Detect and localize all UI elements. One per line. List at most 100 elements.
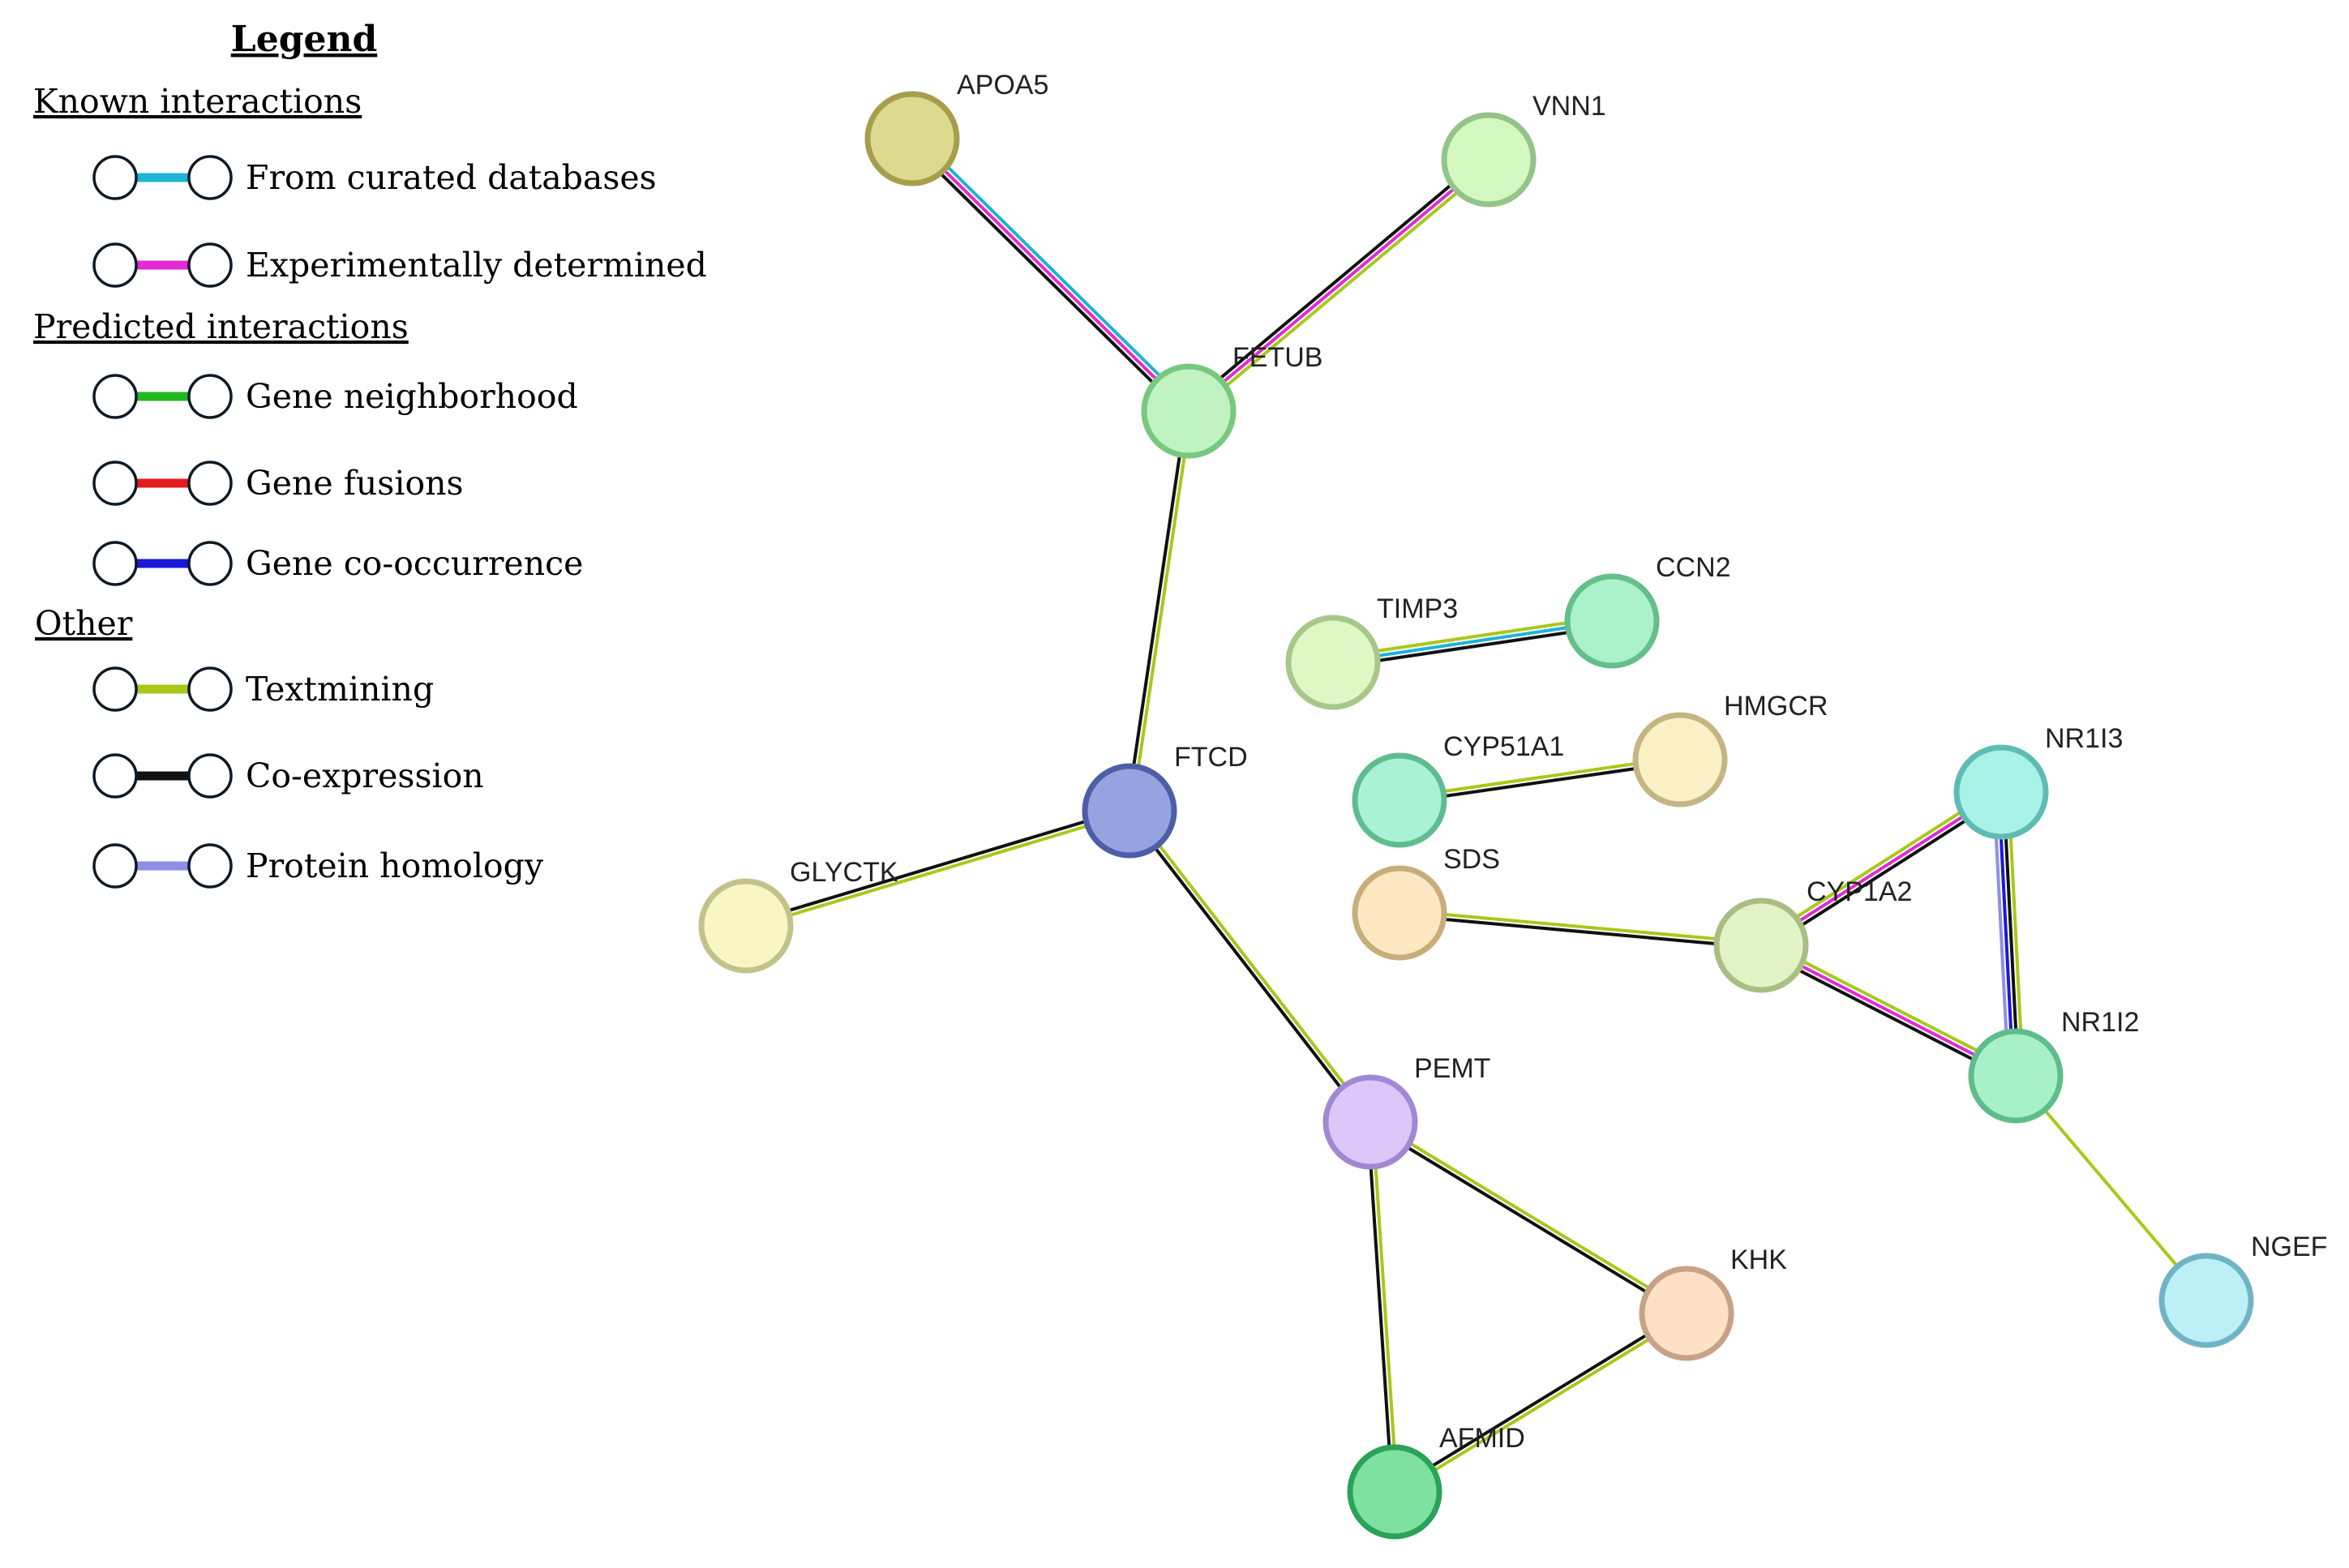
node-label: NR1I3 [2045, 723, 2123, 754]
node-circle[interactable] [1713, 898, 1809, 993]
node-circle[interactable] [1352, 865, 1447, 961]
node-circle[interactable] [698, 878, 794, 974]
edge-evidence-line [1125, 410, 1189, 811]
edge-evidence-line [1187, 158, 1490, 413]
node-timp3[interactable]: TIMP3 [1285, 593, 1458, 710]
edge-evidence-line [1757, 786, 2000, 943]
node-apoa5[interactable]: APOA5 [864, 70, 1048, 186]
legend-swatch-node-right [187, 374, 233, 419]
node-circle[interactable] [1347, 1444, 1442, 1540]
node-label: NR1I2 [2061, 1007, 2139, 1038]
legend-item-label: From curated databases [246, 158, 657, 197]
node-ccn2[interactable]: CCN2 [1564, 552, 1731, 669]
edge-evidence-line [1370, 1121, 1399, 1492]
edge-fetub-ftcd[interactable] [1125, 410, 1193, 812]
legend-swatch-node-left [92, 541, 138, 586]
edge-evidence-line [746, 811, 1131, 930]
edge-cyp1a2-nr1i3[interactable] [1757, 786, 2005, 951]
legend-swatch-node-right [187, 666, 233, 712]
node-ngef[interactable]: NGEF [2158, 1232, 2327, 1348]
node-circle[interactable] [1322, 1074, 1418, 1170]
legend-section-heading: Predicted interactions [33, 307, 409, 346]
edge-pemt-khk[interactable] [1368, 1118, 1689, 1317]
node-nr1i2[interactable]: NR1I2 [1968, 1007, 2139, 1124]
node-circle[interactable] [1564, 573, 1660, 669]
legend-swatch-node-left [92, 155, 138, 200]
legend-item-label: Protein homology [246, 846, 544, 885]
legend-item: Gene neighborhood [92, 374, 578, 419]
edge-evidence-line [1395, 1313, 1689, 1496]
edge-glyctk-ftcd[interactable] [744, 807, 1131, 930]
node-afmid[interactable]: AFMID [1347, 1423, 1525, 1540]
legend-item: Gene fusions [92, 461, 464, 506]
edge-pemt-afmid[interactable] [1366, 1121, 1399, 1493]
edge-evidence-line [1129, 808, 1374, 1122]
edge-cyp1a2-nr1i2[interactable] [1758, 939, 2019, 1082]
edge-evidence-line [744, 807, 1129, 926]
node-label: KHK [1730, 1245, 1787, 1275]
edge-evidence-line [1129, 411, 1193, 812]
legend-item-label: Experimentally determined [246, 246, 707, 285]
node-circle[interactable] [1441, 112, 1537, 208]
edge-evidence-line [1126, 811, 1370, 1125]
node-fetub[interactable]: FETUB [1141, 342, 1322, 459]
edge-evidence-line [1760, 790, 2003, 947]
edge-evidence-line [1368, 1122, 1687, 1317]
edge-evidence-line [2014, 1074, 2208, 1302]
node-circle[interactable] [1968, 1028, 2064, 1124]
edge-nr1i2-ngef[interactable] [2014, 1074, 2208, 1302]
node-cyp1a2[interactable]: CYP1A2 [1713, 876, 1912, 993]
edge-sds-cyp1a2[interactable] [1399, 909, 1762, 949]
edge-apoa5-fetub[interactable] [907, 134, 1194, 416]
legend-section-heading: Known interactions [33, 82, 362, 121]
node-label: NGEF [2251, 1232, 2327, 1262]
node-circle[interactable] [864, 91, 960, 186]
legend-item: Protein homology [92, 843, 544, 889]
edge-evidence-line [2006, 791, 2025, 1076]
edge-vnn1-fetub[interactable] [1184, 154, 1494, 417]
node-circle[interactable] [1632, 712, 1728, 808]
node-khk[interactable]: KHK [1639, 1245, 1787, 1361]
edge-evidence-line [1370, 1118, 1689, 1313]
node-nr1i3[interactable]: NR1I3 [1953, 723, 2123, 840]
node-hmgcr[interactable]: HMGCR [1632, 691, 1828, 808]
legend-item: From curated databases [92, 155, 657, 200]
node-circle[interactable] [1953, 744, 2049, 840]
node-label: TIMP3 [1377, 593, 1458, 624]
node-vnn1[interactable]: VNN1 [1441, 91, 1606, 208]
legend-section-heading: Other [35, 604, 133, 643]
edge-khk-afmid[interactable] [1392, 1309, 1689, 1496]
node-label: AFMID [1439, 1423, 1525, 1454]
edge-evidence-line [1760, 944, 2017, 1077]
node-glyctk[interactable]: GLYCTK [698, 857, 898, 974]
legend-swatch-node-right [187, 753, 233, 799]
node-circle[interactable] [1285, 615, 1381, 710]
node-circle[interactable] [1141, 363, 1237, 459]
node-label: CYP1A2 [1807, 876, 1912, 907]
node-pemt[interactable]: PEMT [1322, 1053, 1490, 1170]
legend-swatch-node-right [187, 541, 233, 586]
legend-item: Textmining [92, 666, 434, 712]
legend-item-label: Textmining [246, 670, 434, 709]
node-circle[interactable] [1352, 752, 1447, 848]
edge-evidence-line [1762, 939, 2019, 1073]
edge-evidence-line [911, 137, 1190, 413]
edge-evidence-line [1392, 1309, 1687, 1492]
legend-item: Experimentally determined [92, 242, 707, 288]
edge-ftcd-pemt[interactable] [1126, 808, 1374, 1125]
edge-evidence-line [1399, 913, 1761, 949]
edge-evidence-line [1992, 792, 2011, 1077]
node-sds[interactable]: SDS [1352, 844, 1500, 961]
legend-item-label: Gene co-occurrence [246, 544, 583, 583]
node-label: FETUB [1232, 342, 1322, 373]
node-cyp51a1[interactable]: CYP51A1 [1352, 731, 1564, 848]
node-circle[interactable] [1639, 1266, 1734, 1361]
node-circle[interactable] [1082, 763, 1177, 859]
node-ftcd[interactable]: FTCD [1082, 742, 1248, 859]
node-circle[interactable] [2158, 1253, 2254, 1348]
node-label: CCN2 [1656, 552, 1731, 583]
node-label: APOA5 [957, 70, 1048, 101]
